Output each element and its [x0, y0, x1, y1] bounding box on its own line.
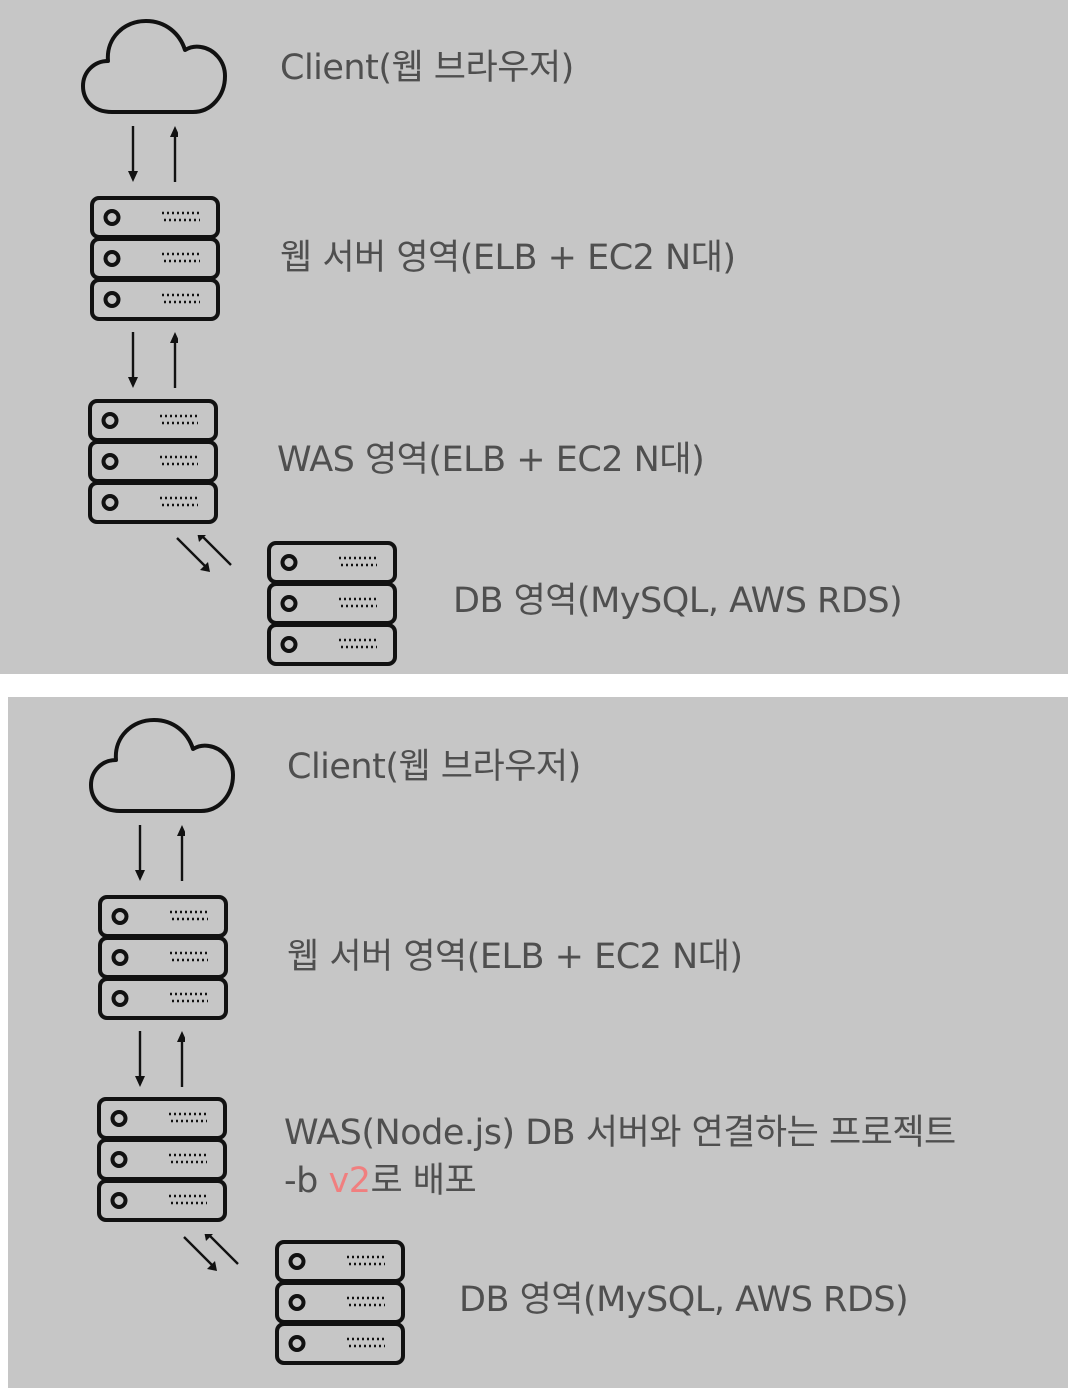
was-label: WAS 영역(ELB + EC2 N대): [277, 440, 705, 480]
diagram-panel-bottom: Client(웹 브라우저) 웹 서버 영역(ELB + EC2 N대) WAS…: [8, 697, 1068, 1388]
client-label: Client(웹 브라우저): [280, 48, 574, 88]
diagonal-arrows-icon: [175, 535, 233, 575]
web-server-label: 웹 서버 영역(ELB + EC2 N대): [280, 238, 736, 278]
db-label: DB 영역(MySQL, AWS RDS): [453, 581, 903, 621]
updown-arrows-icon: [126, 332, 178, 388]
version-highlight: v2: [328, 1161, 371, 1201]
server-stack-icon: [267, 541, 397, 666]
server-stack-icon: [98, 895, 228, 1020]
server-stack-icon: [90, 196, 220, 321]
was-label-line1: WAS(Node.js) DB 서버와 연결하는 프로젝트: [284, 1113, 956, 1153]
updown-arrows-icon: [126, 126, 178, 182]
db-label: DB 영역(MySQL, AWS RDS): [459, 1280, 909, 1320]
diagram-panel-top: Client(웹 브라우저) 웹 서버 영역(ELB + EC2 N대) WAS…: [0, 0, 1068, 674]
server-stack-icon: [88, 399, 218, 524]
deploy-prefix: -b: [284, 1161, 329, 1201]
cloud-icon: [88, 715, 238, 815]
updown-arrows-icon: [133, 825, 185, 881]
deploy-suffix: 로 배포: [370, 1161, 477, 1201]
server-stack-icon: [97, 1097, 227, 1222]
web-server-label: 웹 서버 영역(ELB + EC2 N대): [287, 937, 743, 977]
client-label: Client(웹 브라우저): [287, 747, 581, 787]
updown-arrows-icon: [133, 1031, 185, 1087]
server-stack-icon: [275, 1240, 405, 1365]
was-label-line2: -b v2로 배포: [284, 1159, 477, 1203]
diagonal-arrows-icon: [182, 1234, 240, 1274]
cloud-icon: [80, 16, 230, 116]
